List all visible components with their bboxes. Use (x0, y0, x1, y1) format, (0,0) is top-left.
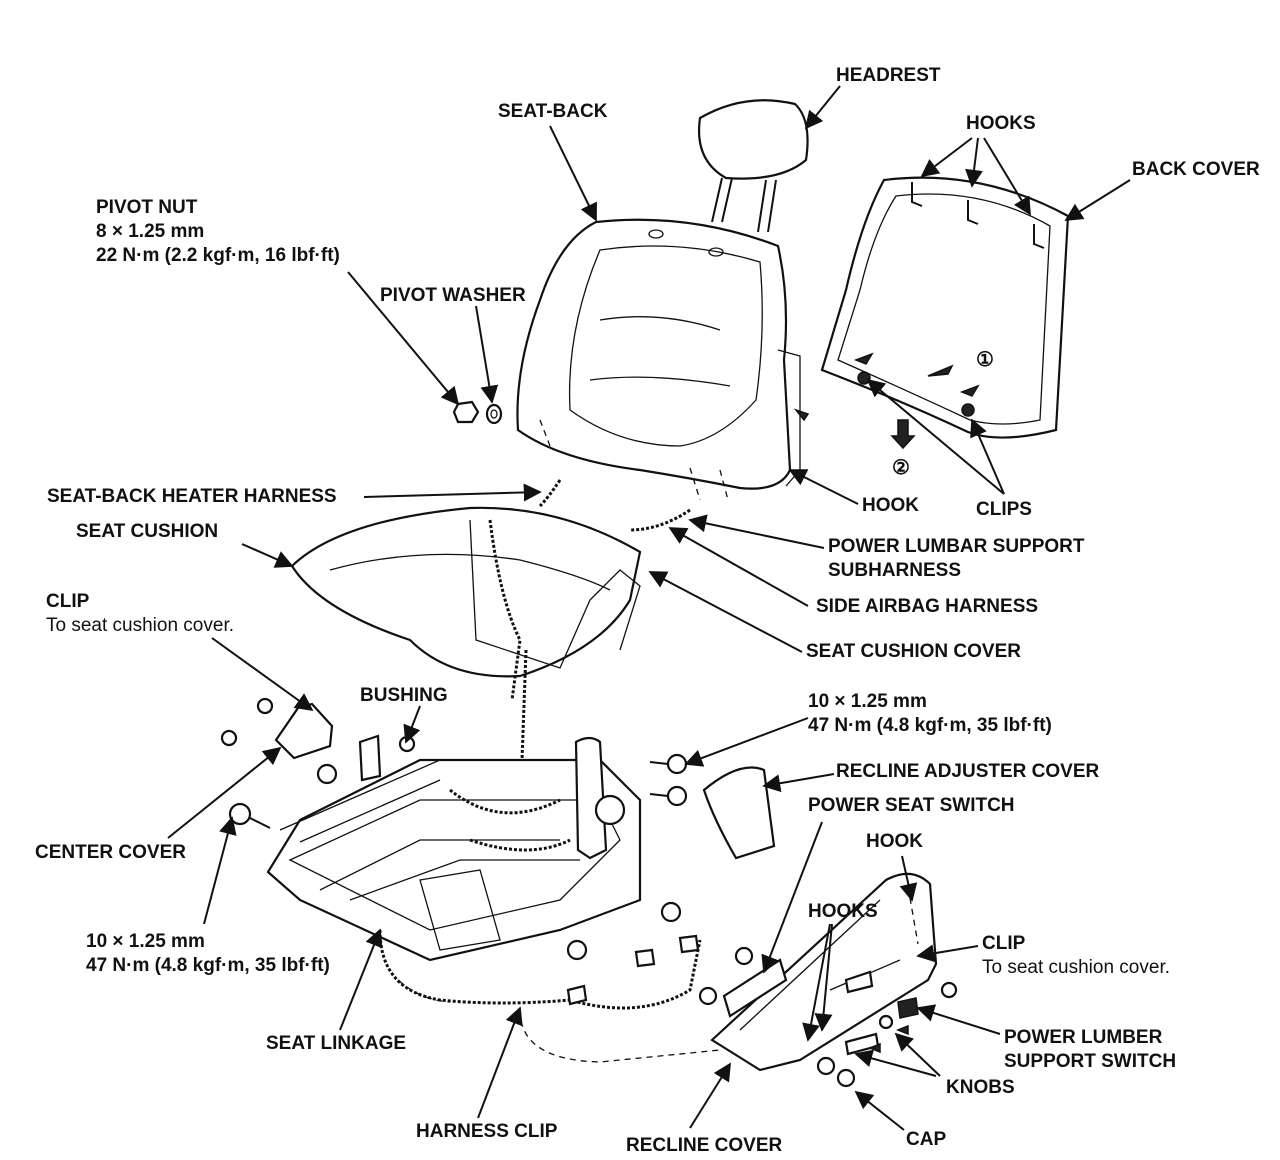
pivot-nut-torque: 22 N·m (2.2 kgf·m, 16 lbf·ft) (96, 245, 340, 266)
label-seat-back-heater-harness: SEAT-BACK HEATER HARNESS (47, 486, 337, 507)
pivot-nut-name: PIVOT NUT (96, 197, 198, 218)
leader-lines (167, 85, 1131, 1131)
label-headrest: HEADREST (836, 65, 941, 86)
recline-cover-part (710, 872, 938, 1072)
label-seat-linkage: SEAT LINKAGE (266, 1033, 407, 1054)
label-power-lumbar-subharness: POWER LUMBAR SUPPORT SUBHARNESS (828, 535, 1085, 583)
lumbar-switch-knobs-cap (836, 997, 919, 1088)
label-seat-back: SEAT-BACK (498, 101, 608, 122)
clip-left-note: To seat cushion cover. (46, 615, 234, 636)
label-hook-recline: HOOK (866, 831, 923, 852)
label-pivot-nut: PIVOT NUT 8 × 1.25 mm 22 N·m (2.2 kgf·m,… (96, 196, 340, 268)
label-side-airbag-harness: SIDE AIRBAG HARNESS (816, 596, 1039, 617)
pivot-nut-washer (452, 400, 503, 425)
label-clip-right: CLIP To seat cushion cover. (982, 932, 1170, 980)
seat-frame-part (266, 734, 642, 962)
label-bushing: BUSHING (360, 685, 448, 706)
bolt-right-size: 10 × 1.25 mm (808, 691, 927, 712)
bolt-left-size: 10 × 1.25 mm (86, 931, 205, 952)
seat-cushion-part (290, 479, 691, 761)
clip-right-name: CLIP (982, 933, 1026, 954)
label-back-cover: BACK COVER (1132, 159, 1260, 180)
label-recline-adjuster-cover: RECLINE ADJUSTER COVER (836, 761, 1100, 782)
label-bolt-left: 10 × 1.25 mm 47 N·m (4.8 kgf·m, 35 lbf·f… (86, 930, 330, 978)
bolts (220, 697, 958, 1076)
label-bolt-right: 10 × 1.25 mm 47 N·m (4.8 kgf·m, 35 lbf·f… (808, 690, 1052, 738)
power-lumbar-subharness-line2: SUBHARNESS (828, 560, 962, 581)
label-seat-cushion: SEAT CUSHION (76, 521, 219, 542)
label-clips: CLIPS (976, 499, 1032, 520)
lower-harness (378, 929, 721, 1063)
label-step-2: ② (892, 457, 910, 479)
label-hook-back: HOOK (862, 495, 919, 516)
power-seat-switch-part (722, 958, 788, 1018)
power-lumbar-subharness-line1: POWER LUMBAR SUPPORT (828, 536, 1085, 557)
bolt-left-torque: 47 N·m (4.8 kgf·m, 35 lbf·ft) (86, 955, 330, 976)
label-power-lumber-support-switch: POWER LUMBER SUPPORT SWITCH (1004, 1026, 1176, 1074)
recline-adjuster-cover-part (702, 766, 776, 860)
label-center-cover: CENTER COVER (35, 842, 186, 863)
pivot-nut-size: 8 × 1.25 mm (96, 221, 205, 242)
label-knobs: KNOBS (946, 1077, 1015, 1098)
label-hooks-top: HOOKS (966, 113, 1036, 134)
headrest-part (698, 99, 809, 233)
power-lumber-switch-line1: POWER LUMBER (1004, 1027, 1163, 1048)
back-cover-part (793, 176, 1070, 450)
power-lumber-switch-line2: SUPPORT SWITCH (1004, 1051, 1177, 1072)
label-seat-cushion-cover: SEAT CUSHION COVER (806, 641, 1022, 662)
label-hooks-recline: HOOKS (808, 901, 878, 922)
label-step-1: ① (976, 349, 994, 371)
label-harness-clip: HARNESS CLIP (416, 1121, 558, 1142)
label-power-seat-switch: POWER SEAT SWITCH (808, 795, 1015, 816)
label-cap: CAP (906, 1129, 947, 1150)
seat-back-part (516, 218, 801, 501)
center-cover-part (274, 702, 334, 760)
clip-right-note: To seat cushion cover. (982, 957, 1170, 978)
label-pivot-washer: PIVOT WASHER (380, 285, 526, 306)
clip-left-name: CLIP (46, 591, 90, 612)
bolt-right-torque: 47 N·m (4.8 kgf·m, 35 lbf·ft) (808, 715, 1052, 736)
label-clip-left: CLIP To seat cushion cover. (46, 590, 234, 638)
label-recline-cover: RECLINE COVER (626, 1135, 783, 1156)
